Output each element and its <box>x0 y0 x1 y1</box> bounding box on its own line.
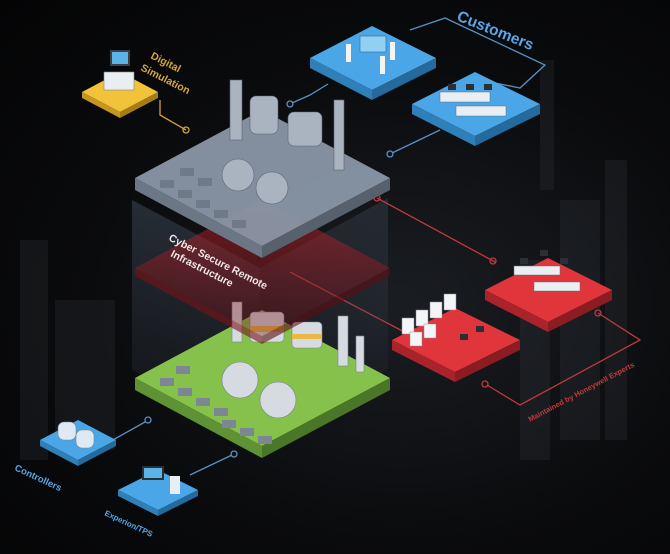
digital-twin-grey-tile <box>135 79 390 258</box>
server-room-red-tile-lower <box>392 293 520 382</box>
connector-digital-simulation <box>159 100 187 131</box>
customers-tile-bottom <box>412 72 540 146</box>
cyber-secure-red-layer <box>135 200 390 344</box>
connector-customers-top <box>291 83 329 104</box>
connector-experion <box>189 454 233 476</box>
label-controllers: Controllers <box>13 463 64 494</box>
controllers-tile <box>40 420 116 466</box>
connector-customers-label <box>409 17 547 89</box>
connector-customers-bottom <box>391 129 441 154</box>
label-customers: Customers <box>455 8 536 54</box>
connector-red-bottom <box>486 312 642 406</box>
connector-red-top <box>376 197 496 263</box>
customers-tile-top <box>310 26 436 100</box>
control-room-red-tile-upper <box>485 250 612 332</box>
digital-simulation-tile <box>82 50 158 118</box>
experion-tile <box>118 466 198 516</box>
label-experion: Experion/TPS <box>103 509 155 539</box>
